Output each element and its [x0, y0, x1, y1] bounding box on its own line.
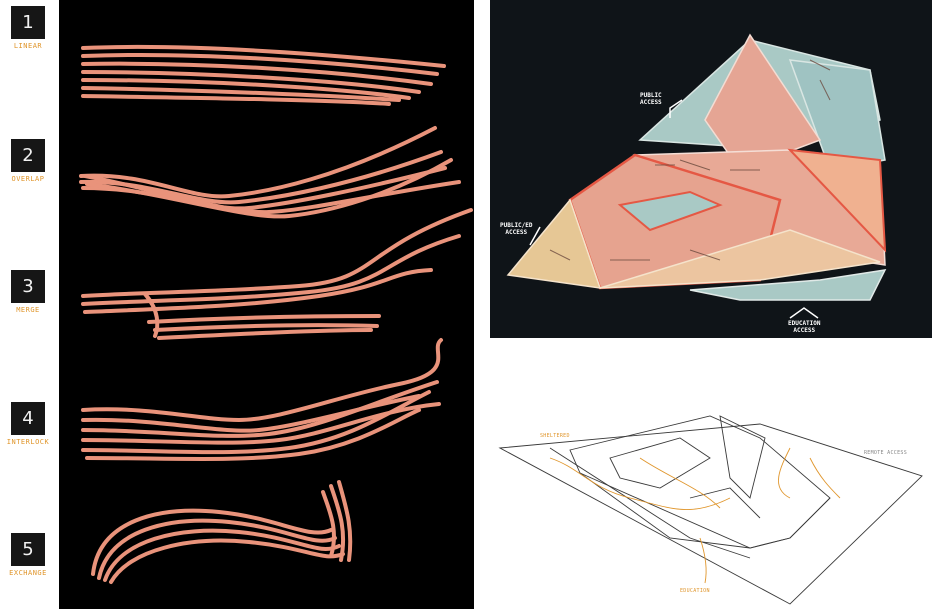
- step-badge-2: 2: [11, 139, 45, 172]
- step-badge-5: 5: [11, 533, 45, 566]
- step-label-merge: MERGE: [2, 306, 54, 314]
- model-merge: [83, 210, 471, 338]
- model-linear: [83, 47, 444, 104]
- axonometric-sketch: [490, 378, 932, 609]
- axonometric-sketch-panel: SHELTERED REMOTE ACCESS EDUCATION: [490, 378, 932, 609]
- public-access-label: PUBLIC ACCESS: [640, 92, 662, 106]
- paper-model-illustration: [490, 0, 932, 338]
- step-badge-3: 3: [11, 270, 45, 303]
- model-overlap: [81, 128, 459, 216]
- step-badge-1: 1: [11, 6, 45, 39]
- sketch-label-education: EDUCATION: [680, 588, 710, 594]
- step-label-exchange: EXCHANGE: [2, 569, 54, 577]
- education-access-label: EDUCATION ACCESS: [788, 320, 821, 334]
- sketch-label-remote-access: REMOTE ACCESS: [864, 450, 907, 456]
- step-label-linear: LINEAR: [2, 42, 54, 50]
- public-ed-access-label: PUBLIC/ED ACCESS: [500, 222, 533, 236]
- strip-models-illustration: [59, 0, 474, 609]
- sketch-label-sheltered: SHELTERED: [540, 433, 570, 439]
- step-label-interlock: INTERLOCK: [2, 438, 54, 446]
- model-interlock: [83, 340, 441, 459]
- model-exchange: [93, 482, 350, 582]
- education-access-arrow: [790, 308, 818, 318]
- strip-models-panel: [59, 0, 474, 609]
- step-badge-4: 4: [11, 402, 45, 435]
- model-photo-panel: PUBLIC ACCESS PUBLIC/ED ACCESS EDUCATION…: [490, 0, 932, 338]
- step-label-overlap: OVERLAP: [2, 175, 54, 183]
